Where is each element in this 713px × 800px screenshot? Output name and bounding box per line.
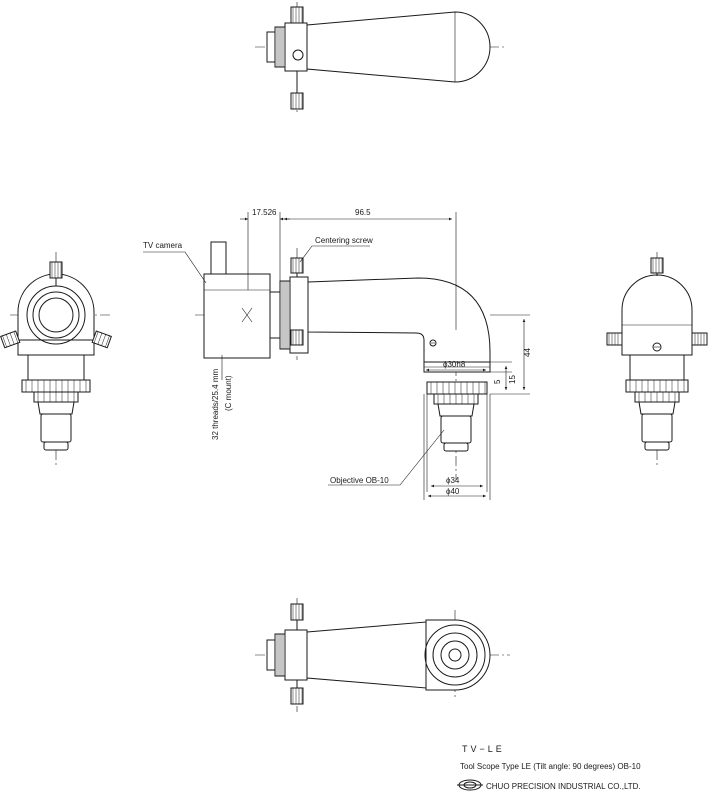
title-block: TV−LE Tool Scope Type LE (Tilt angle: 90… [457,744,641,791]
bottom-view [255,598,510,712]
dim-offset-label: 17.526 [252,208,277,217]
dim-44-label: 44 [523,348,532,357]
right-view [606,252,708,465]
dim-15-label: 15 [508,375,517,384]
objective-label: Objective OB-10 [330,476,389,485]
dim-length-label: 96.5 [355,208,371,217]
tv-camera-label: TV camera [143,241,183,250]
left-view [0,252,112,465]
center-view [143,212,530,500]
model-code: TV−LE [462,744,505,754]
dim-34-label: ϕ34 [446,476,460,485]
dim-40-label: ϕ40 [446,487,460,496]
model-description: Tool Scope Type LE (Tilt angle: 90 degre… [460,762,641,771]
threads-label: 32 threads/25.4 mm [211,369,220,440]
company-logo [457,779,483,791]
centering-screw-label: Centering screw [315,236,373,245]
dim-5-label: 5 [493,379,502,384]
c-mount-label: (C mount) [224,375,233,411]
top-view [255,2,505,112]
dim-bore-label: ϕ30h8 [443,360,466,369]
company-name: CHUO PRECISION INDUSTRIAL CO.,LTD. [486,782,641,791]
